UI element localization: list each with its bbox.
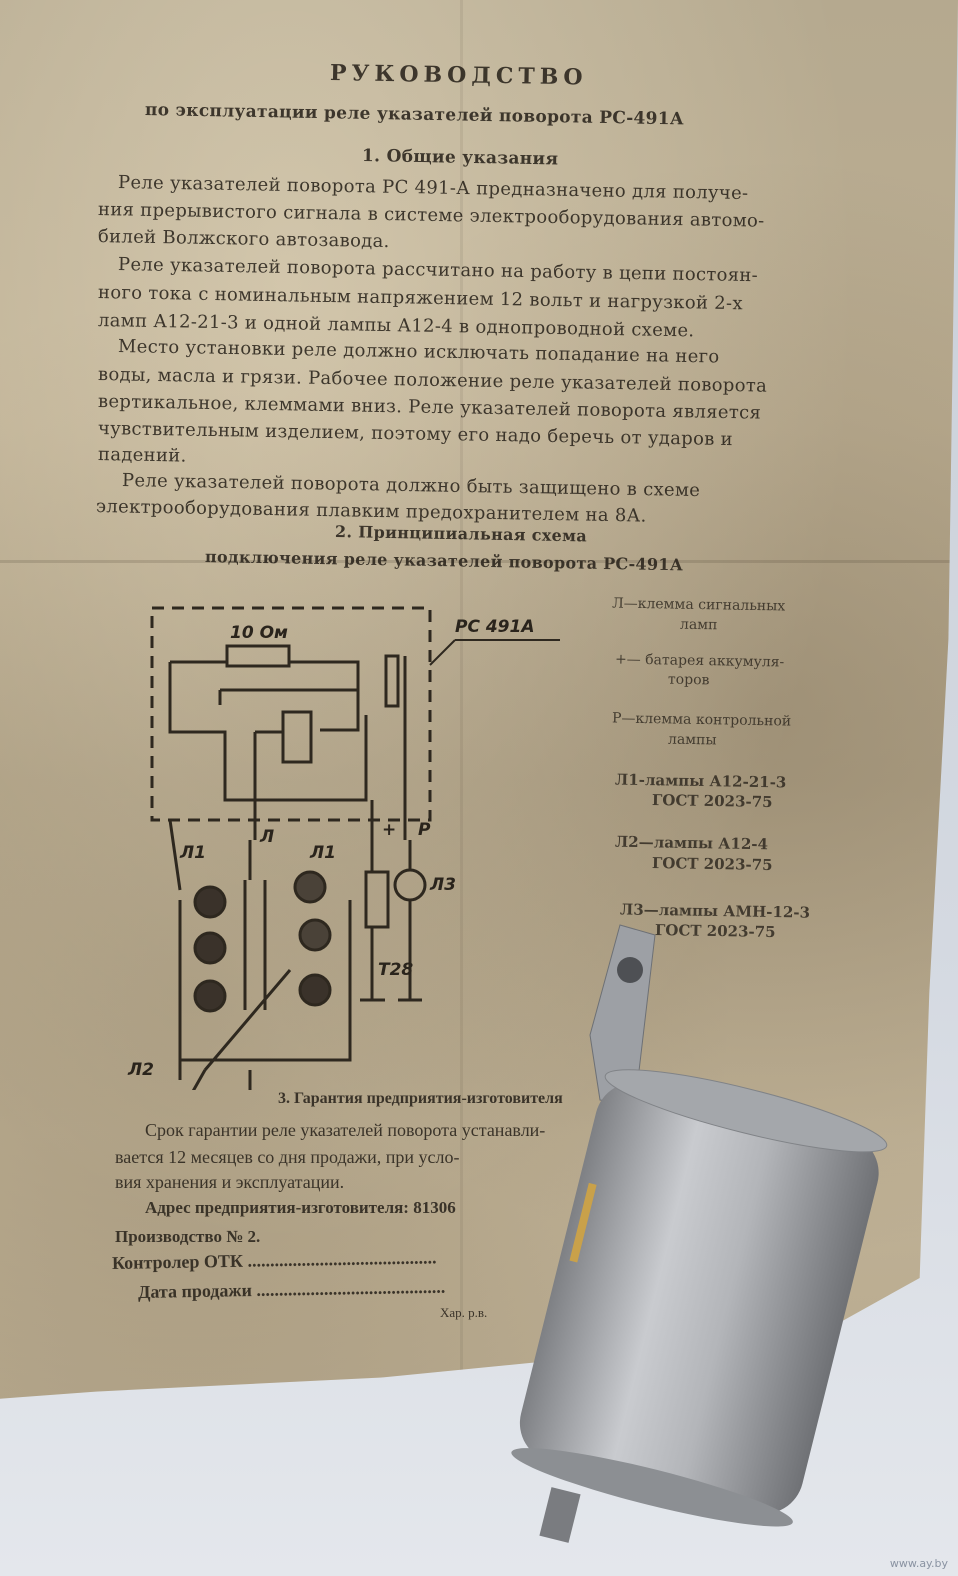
section2-heading: 2. Принципиальная схема [334, 522, 588, 546]
lamp-l1-symbol [193, 931, 227, 965]
paper-fold [0, 560, 958, 563]
lamp-l2-label: Л2 [127, 1060, 154, 1080]
text-line: вия хранения и эксплуатации. [115, 1172, 345, 1192]
text-line: ного тока с номинальным напряжением 12 в… [97, 282, 744, 315]
relay-label: РС 491А [455, 617, 535, 637]
text-line: Реле указателей поворота должно быть защ… [121, 470, 701, 502]
terminal-plus-label: + [382, 820, 396, 840]
lamp-l2-symbol [298, 973, 332, 1007]
sale-date-field: Дата продажи ...........................… [137, 1276, 446, 1302]
legend-l2: Л2—лампы А12-4 [614, 832, 769, 854]
production-number: Производство № 2. [115, 1227, 261, 1246]
legend-l2: ГОСТ 2023-75 [651, 853, 773, 875]
legend-l1: ГОСТ 2023-75 [651, 790, 773, 812]
paper-fold [460, 0, 463, 1399]
text-line: вертикальное, клеммами вниз. Реле указат… [97, 391, 762, 424]
text-line: Место установки реле должно исключать по… [117, 336, 720, 368]
manufacturer-address: Адрес предприятия-изготовителя: 81306 [145, 1198, 456, 1217]
print-mark: Хар. р.в. [440, 1305, 488, 1320]
watermark: www.ay.by [889, 1557, 948, 1570]
lamp-l2-symbol [193, 979, 227, 1013]
inspector-field: Контролер ОТК ..........................… [111, 1247, 437, 1273]
relay-terminal [539, 1487, 581, 1543]
legend-p: Р—клемма контрольной [611, 710, 792, 730]
relay-contact [384, 654, 400, 708]
legend-plus: торов [667, 671, 710, 689]
fuse-label: Т28 [378, 960, 413, 980]
wiring-diagram: 10 Ом РС 491А Л + Р Л1 Л1 Л2 Л3 Т28 [127, 606, 560, 1090]
turn-signal-relay-photo [511, 924, 888, 1543]
text-line: Реле указателей поворота РС 491-А предна… [117, 172, 749, 205]
relay-top-rim [604, 1069, 888, 1153]
legend-p: лампы [667, 731, 717, 749]
text-line: вается 12 месяцев со дня продажи, при ус… [115, 1147, 460, 1167]
text-line: Реле указателей поворота рассчитано на р… [117, 254, 759, 287]
relay-coil [281, 710, 313, 764]
legend-l: ламп [679, 616, 718, 634]
relay-label-sticker [569, 1182, 597, 1263]
relay-cylinder [519, 1082, 879, 1514]
lamp-l1-symbol [193, 885, 227, 919]
section3-heading: 3. Гарантия предприятия-изготовителя [278, 1090, 563, 1107]
relay-boundary [150, 606, 432, 822]
resistor-symbol [364, 870, 390, 929]
document-subtitle: по эксплуатации реле указателей поворота… [144, 100, 685, 130]
text-line: билей Волжского автозавода. [97, 226, 390, 253]
lamp-l1-symbol [298, 918, 332, 952]
lamp-l3-symbol [393, 868, 427, 902]
lamp-l1-symbol [293, 870, 327, 904]
resistor-label: 10 Ом [230, 623, 288, 643]
lamp-l1-label: Л1 [309, 843, 336, 863]
resistor-symbol [225, 644, 291, 668]
document-title: РУКОВОДСТВО [329, 60, 588, 91]
text-line: ния прерывистого сигнала в системе элект… [97, 199, 765, 232]
lamp-l1-label: Л1 [179, 843, 206, 863]
text-line: Срок гарантии реле указателей поворота у… [145, 1120, 546, 1140]
text-line: падений. [97, 444, 187, 467]
bracket-hole [617, 957, 643, 983]
section1-heading: 1. Общие указания [361, 146, 559, 170]
instruction-sheet: РУКОВОДСТВО по эксплуатации реле указате… [0, 0, 958, 1399]
legend-l1: Л1-лампы А12-21-3 [614, 770, 787, 792]
legend-l: Л—клемма сигнальных [611, 595, 786, 615]
relay-base [511, 1448, 793, 1527]
terminal-p-label: Р [418, 820, 431, 840]
text-line: чувствительным изделием, поэтому его над… [97, 418, 734, 451]
legend-plus: +— батарея аккумуля- [614, 651, 785, 671]
terminal-l-label: Л [259, 827, 274, 847]
lamp-l3-label: Л3 [429, 875, 456, 895]
section2-subheading: подключения реле указателей поворота РС-… [204, 547, 684, 575]
